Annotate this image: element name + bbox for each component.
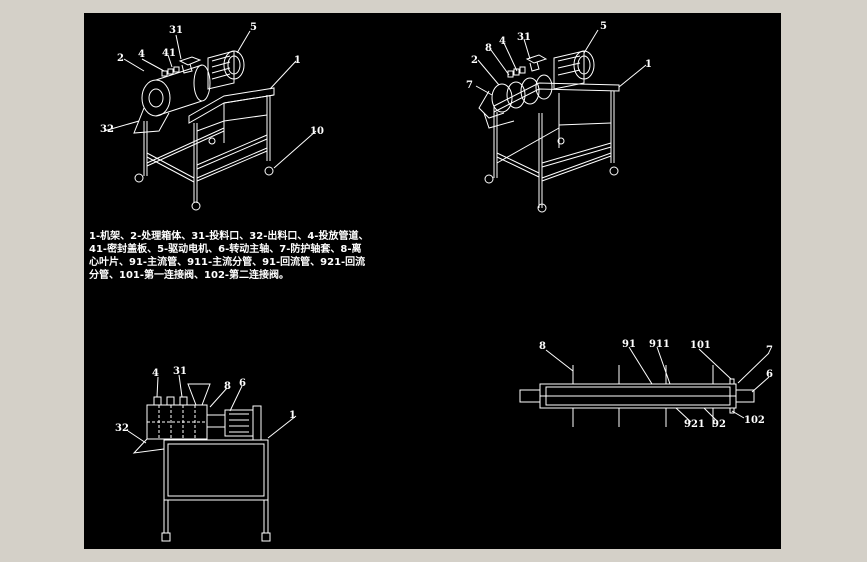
label: 41 [162,48,176,59]
label: 32 [100,124,114,135]
label: 101 [690,340,711,351]
section-view-labels: 8 91 911 101 7 6 921 92 102 [539,339,773,430]
label: 4 [152,368,159,379]
iso-open-view-labels: 5 8 4 31 2 1 7 [466,21,652,91]
label: 8 [485,43,492,54]
technical-drawing: 31 5 2 4 41 1 32 10 [100,21,773,542]
label: 8 [539,341,546,352]
label: 6 [239,378,246,389]
side-view-labels: 4 31 8 6 1 32 [115,366,296,434]
label: 5 [250,22,257,33]
label: 2 [471,55,478,66]
label: 4 [138,49,145,60]
iso-front-view [103,30,317,211]
label: 91 [622,339,636,350]
iso-open-view [475,29,647,213]
label: 1 [294,55,301,66]
label: 911 [649,339,670,350]
label: 5 [600,21,607,32]
iso-front-view-labels: 31 5 2 4 41 1 32 10 [100,22,324,137]
label: 2 [117,53,124,64]
parts-legend: 1-机架、2-处理箱体、31-投料口、32-出料口、4-投放管道、41-密封盖板… [89,231,369,281]
label: 32 [115,423,129,434]
label: 6 [766,369,773,380]
label: 921 [684,419,705,430]
label: 31 [517,32,531,43]
label: 31 [173,366,187,377]
label: 8 [224,381,231,392]
label: 1 [645,59,652,70]
label: 1 [289,410,296,421]
label: 10 [310,126,324,137]
label: 92 [712,419,726,430]
cad-drawing-canvas: 31 5 2 4 41 1 32 10 [84,13,781,549]
label: 7 [766,345,773,356]
label: 4 [499,36,506,47]
label: 102 [744,415,765,426]
label: 31 [169,25,183,36]
side-view [127,374,297,542]
label: 7 [466,80,473,91]
section-view [519,346,770,427]
